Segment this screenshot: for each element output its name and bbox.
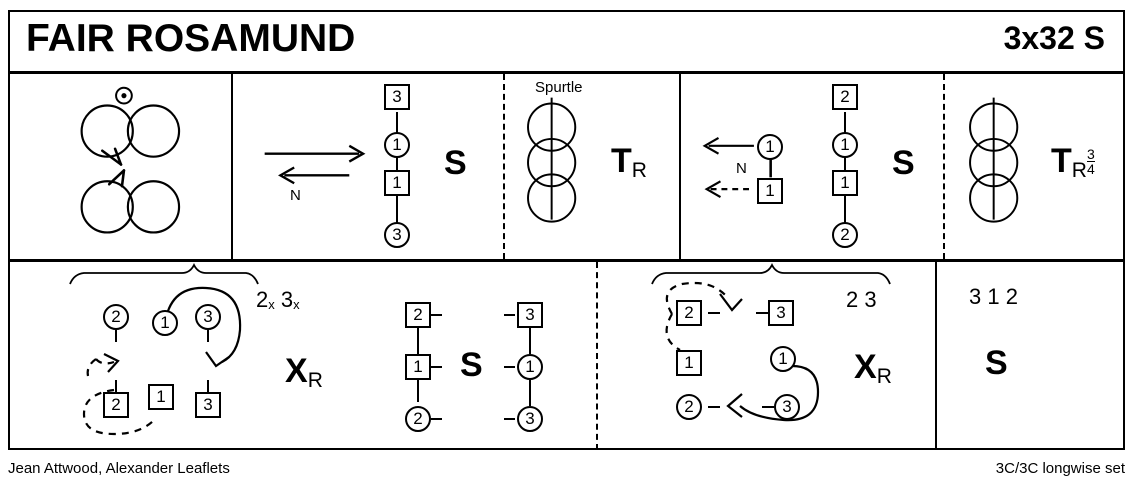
row2-cell-4: 3 1 2 S xyxy=(935,262,1127,450)
token-2-square: 2 xyxy=(676,300,702,326)
figure-turn-letter: T xyxy=(611,142,632,180)
page-title: FAIR ROSAMUND xyxy=(26,17,356,60)
row1-cell-3: Spurtle TR xyxy=(503,74,679,259)
header: FAIR ROSAMUND 3x32 S xyxy=(10,12,1123,74)
footer-author: Jean Attwood, Alexander Leaflets xyxy=(8,460,230,477)
token-2-square: 2 xyxy=(405,302,431,328)
direction-label-n: N xyxy=(290,187,301,204)
final-order-label: 3 1 2 xyxy=(969,284,1018,309)
row2-cell-3: 2 3 2 3 1 1 2 3 XR xyxy=(596,262,935,450)
spurtle-circles-icon xyxy=(527,97,577,223)
row2-divider-2 xyxy=(935,262,937,450)
figure-set: S xyxy=(985,344,1008,382)
figure-cross-letter: X xyxy=(854,348,877,386)
tick-right-mid xyxy=(504,366,515,368)
row2-cell-2: 2 1 2 S 3 1 3 xyxy=(370,262,596,450)
token-1-circle: 1 xyxy=(770,346,796,372)
token-2-circle: 2 xyxy=(676,394,702,420)
spurtle-label: Spurtle xyxy=(535,79,583,96)
chain-line xyxy=(844,112,846,224)
row1-cell-2: N 3 1 1 3 S xyxy=(231,74,503,259)
tick-right-bot xyxy=(504,418,515,420)
token-2-circle: 2 xyxy=(405,406,431,432)
token-1-circle: 1 xyxy=(152,310,178,336)
token-3-circle: 3 xyxy=(384,222,410,248)
tick-right-top xyxy=(504,314,515,316)
bar-row-1: N 3 1 1 3 S Spurtle TR xyxy=(10,74,1123,262)
chain-line-right-b xyxy=(529,380,531,406)
row1-cell-1 xyxy=(10,74,231,259)
token-1-square: 1 xyxy=(832,170,858,196)
token-1-square: 1 xyxy=(384,170,410,196)
token-3-circle: 3 xyxy=(517,406,543,432)
figure-turn-sub: R xyxy=(1071,159,1087,182)
row1-divider-2-dashed xyxy=(503,74,505,259)
tick-left-top xyxy=(431,314,442,316)
token-1-square: 1 xyxy=(148,384,174,410)
bar-row-2: 2x 3x 2 1 3 2 1 3 XR 2 1 xyxy=(10,262,1123,450)
dance-meter: 3x32 S xyxy=(1003,20,1105,56)
tick-left-mid xyxy=(431,366,442,368)
row2-divider-1-dashed xyxy=(596,262,598,450)
figure-cross-sub: R xyxy=(876,365,892,388)
footer-set-type: 3C/3C longwise set xyxy=(995,460,1125,477)
token-2-square: 2 xyxy=(103,392,129,418)
progression-label: 2 3 xyxy=(846,287,877,312)
figure-set: S xyxy=(444,144,467,182)
chain-line xyxy=(396,112,398,224)
figure-cross: XR xyxy=(854,348,892,388)
figure-turn-sub: R xyxy=(631,159,647,182)
token-3-square: 3 xyxy=(384,84,410,110)
diagram-frame: FAIR ROSAMUND 3x32 S xyxy=(8,10,1125,450)
token-3-square: 3 xyxy=(195,392,221,418)
chain-line-left-b xyxy=(417,380,419,402)
token-2-circle: 2 xyxy=(832,222,858,248)
row1-cell-4: 1 1 N 2 1 1 2 S xyxy=(679,74,943,259)
chain-line-right-a xyxy=(529,328,531,354)
figure-set: S xyxy=(460,346,483,384)
token-3-circle: 3 xyxy=(774,394,800,420)
token-3-square: 3 xyxy=(517,302,543,328)
arrow-token-1-square: 1 xyxy=(757,178,783,204)
figure-turn: TR xyxy=(611,142,647,182)
token-1-circle: 1 xyxy=(384,132,410,158)
figure-cross: XR xyxy=(285,352,323,392)
row1-divider-4-dashed xyxy=(943,74,945,259)
dot-in-circle-icon xyxy=(115,86,133,105)
turn-couples-figure xyxy=(80,86,181,234)
token-1-circle: 1 xyxy=(832,132,858,158)
token-3-square: 3 xyxy=(768,300,794,326)
three-circles-icon xyxy=(969,97,1019,223)
token-2-square: 2 xyxy=(832,84,858,110)
tick-left-bot xyxy=(431,418,442,420)
fraction-denominator: 4 xyxy=(1086,161,1095,177)
figure-set: S xyxy=(892,144,915,182)
fraction-numerator: 3 xyxy=(1086,146,1095,162)
row1-divider-1 xyxy=(231,74,233,259)
token-2-circle: 2 xyxy=(103,304,129,330)
progression-label: 2x 3x xyxy=(256,287,300,312)
token-3-circle: 3 xyxy=(195,304,221,330)
figure-turn-letter: T xyxy=(1051,142,1072,180)
row1-divider-3 xyxy=(679,74,681,259)
token-1-square: 1 xyxy=(405,354,431,380)
chain-line-left-a xyxy=(417,328,419,354)
row2-cell-1: 2x 3x 2 1 3 2 1 3 XR xyxy=(10,262,370,450)
token-1-circle: 1 xyxy=(517,354,543,380)
figure-cross-sub: R xyxy=(307,369,323,392)
figure-cross-letter: X xyxy=(285,352,308,390)
token-1-square: 1 xyxy=(676,350,702,376)
direction-label-n: N xyxy=(736,160,747,177)
arrow-token-1-circle: 1 xyxy=(757,134,783,160)
